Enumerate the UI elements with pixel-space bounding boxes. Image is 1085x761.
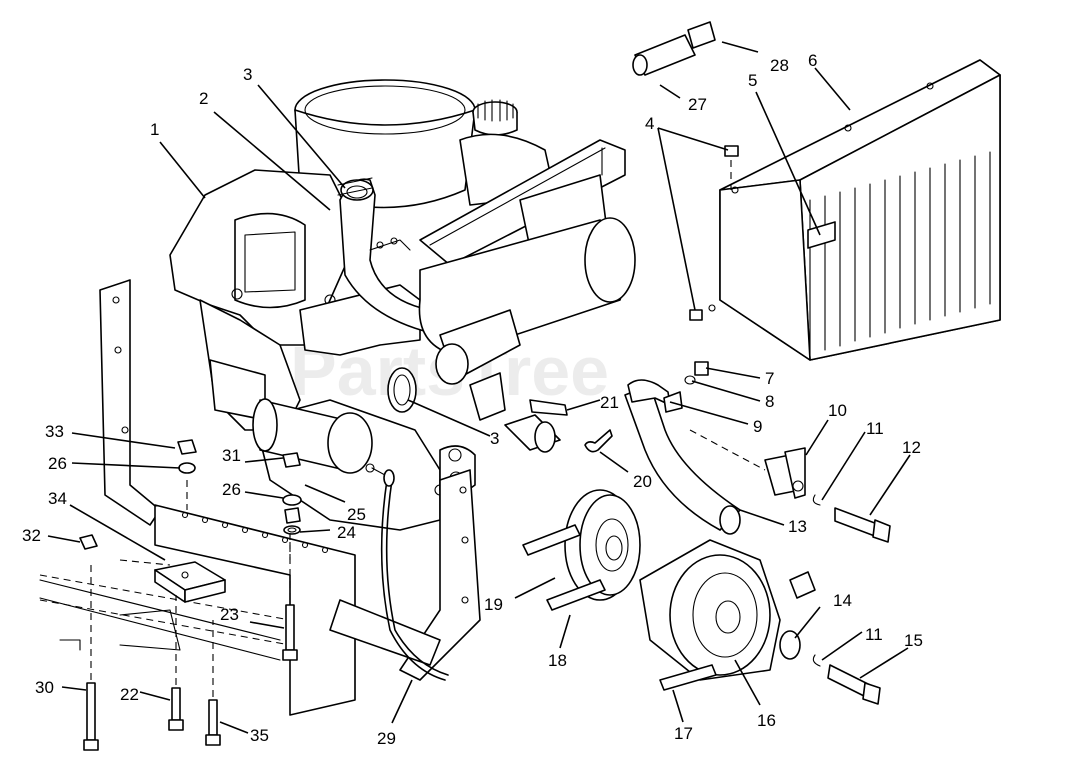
callout-27: 27 — [688, 95, 707, 114]
callout-28: 28 — [770, 56, 789, 75]
mount-plate-right — [329, 469, 481, 681]
callout-25: 25 — [347, 505, 366, 524]
callout-32: 32 — [22, 526, 41, 545]
callout-1: 1 — [150, 120, 159, 139]
hardware-bolts — [83, 480, 298, 751]
callout-15: 15 — [904, 631, 923, 650]
callout-21: 21 — [600, 393, 619, 412]
callout-26b: 26 — [222, 480, 241, 499]
callout-29: 29 — [377, 729, 396, 748]
callout-23: 23 — [220, 605, 239, 624]
wire-harness-29 — [380, 469, 449, 681]
base-rails — [39, 579, 281, 661]
callout-5: 5 — [748, 71, 757, 90]
callout-12: 12 — [902, 438, 921, 457]
callout-4: 4 — [645, 114, 654, 133]
callout-34: 34 — [48, 489, 67, 508]
callout-26: 26 — [48, 454, 67, 473]
callout-2: 2 — [199, 89, 208, 108]
callout-10: 10 — [828, 401, 847, 420]
exhaust-pipe — [337, 177, 441, 336]
callout-19: 19 — [484, 595, 503, 614]
callout-9: 9 — [753, 417, 762, 436]
callout-17: 17 — [674, 724, 693, 743]
callout-7: 7 — [765, 369, 774, 388]
callout-6: 6 — [808, 51, 817, 70]
callout-8: 8 — [765, 392, 774, 411]
callout-16: 16 — [757, 711, 776, 730]
callout-11: 11 — [866, 419, 884, 438]
pto-clutch-16 — [639, 539, 881, 705]
callout-20: 20 — [633, 472, 652, 491]
bracket-10 — [689, 429, 891, 543]
callout-18: 18 — [548, 651, 567, 670]
muffler-guard — [708, 59, 1001, 361]
callout-35: 35 — [250, 726, 269, 745]
spacer-plate-34 — [154, 561, 226, 603]
callout-labels: 1 2 3 3 4 5 6 7 8 9 10 11 11 12 13 14 15… — [22, 51, 923, 748]
exhaust-outlet — [624, 361, 741, 535]
callout-14: 14 — [833, 591, 852, 610]
callout-30: 30 — [35, 678, 54, 697]
callout-13: 13 — [788, 517, 807, 536]
callout-33: 33 — [45, 422, 64, 441]
callout-3: 3 — [243, 65, 252, 84]
muffler — [387, 217, 636, 421]
callout-24: 24 — [337, 523, 356, 542]
callout-11b: 11 — [865, 625, 883, 644]
callout-22: 22 — [120, 685, 139, 704]
mount-plate-left — [99, 279, 161, 526]
bolt-4 — [689, 145, 739, 321]
pulley-19 — [504, 399, 641, 611]
fitting-27-28 — [632, 21, 716, 76]
callout-3b: 3 — [490, 429, 499, 448]
hardware-nuts — [79, 439, 302, 550]
callout-31: 31 — [222, 446, 241, 465]
leader-lines — [47, 41, 911, 734]
